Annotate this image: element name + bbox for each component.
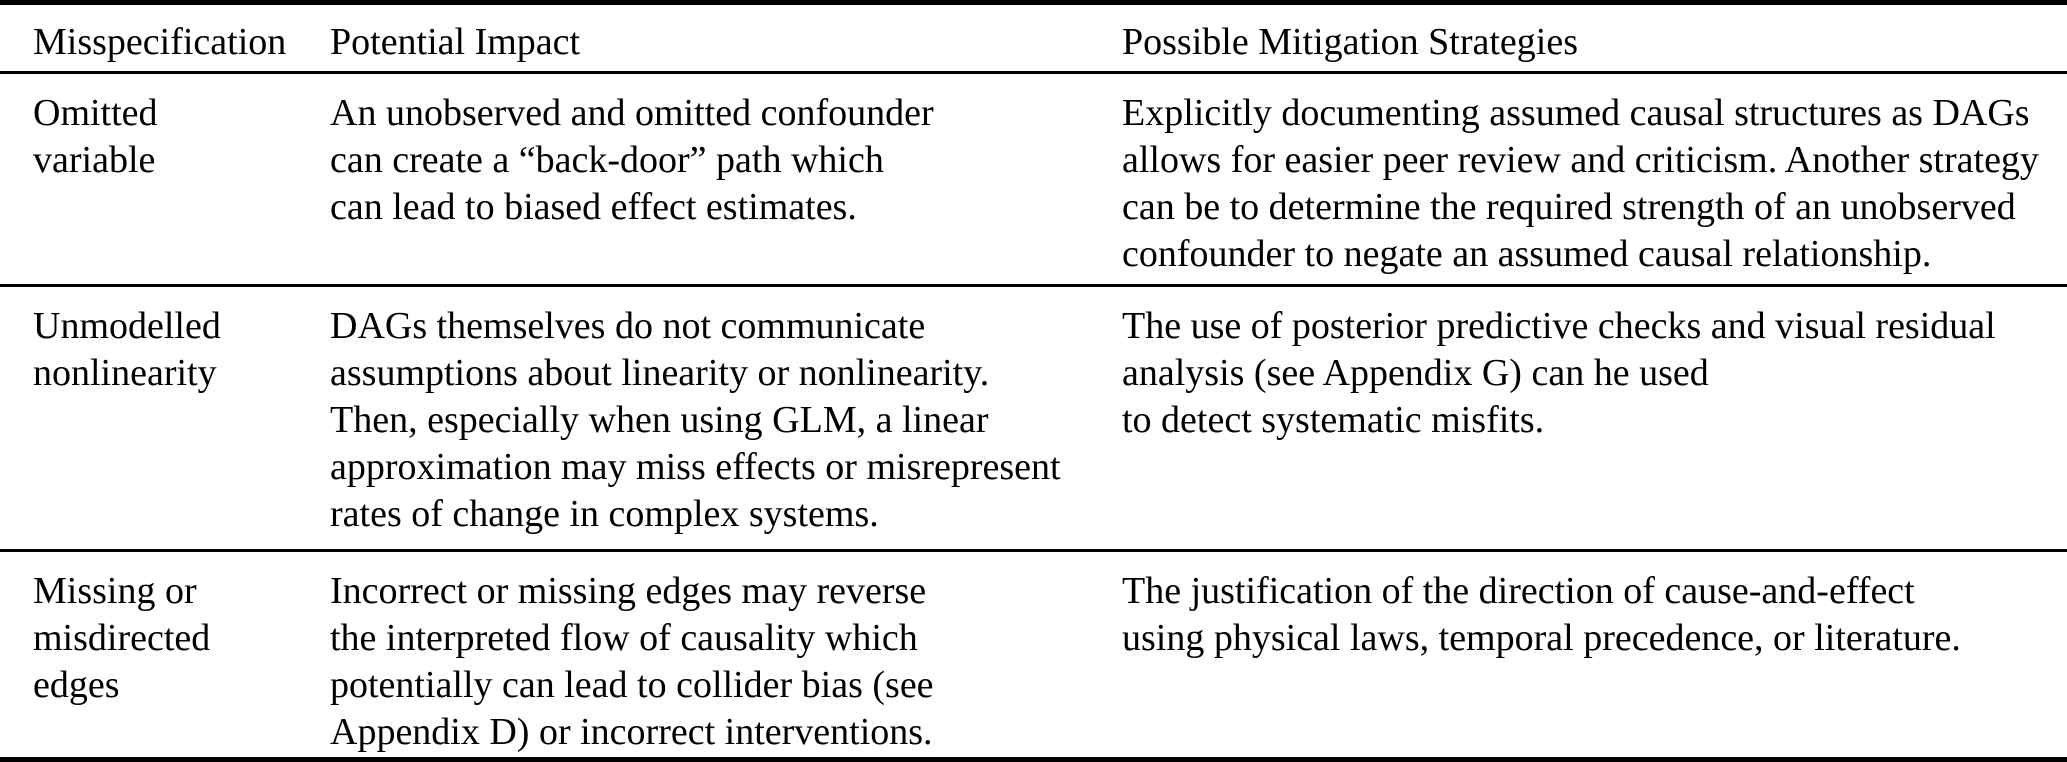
cell-potential-impact: Incorrect or missing edges may reverse t… [330,552,1122,757]
cell-misspecification: Unmodelled nonlinearity [0,287,330,549]
cell-line: Incorrect or missing edges may reverse [330,570,927,612]
cell-line: approximation may miss effects or misrep… [330,446,1061,488]
table-row: Omitted variable An unobserved and omitt… [0,74,2067,287]
cell-potential-impact: DAGs themselves do not communicate assum… [330,287,1122,549]
column-header-label: Misspecification [33,21,287,63]
cell-line: misdirected [33,617,211,659]
cell-line: Then, especially when using GLM, a linea… [330,399,989,441]
table-header-row: Misspecification Potential Impact Possib… [0,5,2067,74]
cell-line: can create a “back-door” path which [330,139,884,181]
column-header-misspecification: Misspecification [0,5,330,71]
column-header-mitigation-strategies: Possible Mitigation Strategies [1122,5,2067,71]
cell-line: The use of posterior predictive checks a… [1122,305,1996,347]
table-row: Unmodelled nonlinearity DAGs themselves … [0,287,2067,552]
cell-line: Omitted [33,92,158,134]
cell-line: Appendix D) or incorrect interventions. [330,711,933,753]
cell-line: can be to determine the required strengt… [1122,186,2016,228]
cell-line: An unobserved and omitted confounder [330,92,934,134]
cell-potential-impact: An unobserved and omitted confounder can… [330,74,1122,284]
cell-line: rates of change in complex systems. [330,493,879,535]
cell-line: edges [33,664,120,706]
cell-mitigation-strategies: The justification of the direction of ca… [1122,552,2067,757]
column-header-label: Potential Impact [330,21,581,63]
column-header-label: Possible Mitigation Strategies [1122,21,1578,63]
cell-line: analysis (see Appendix G) can he used [1122,352,1709,394]
cell-line: using physical laws, temporal precedence… [1122,617,1961,659]
cell-line: can lead to biased effect estimates. [330,186,857,228]
cell-misspecification: Missing or misdirected edges [0,552,330,757]
cell-line: to detect systematic misfits. [1122,399,1545,441]
cell-line: confounder to negate an assumed causal r… [1122,233,1932,275]
cell-misspecification: Omitted variable [0,74,330,284]
cell-mitigation-strategies: The use of posterior predictive checks a… [1122,287,2067,549]
cell-line: assumptions about linearity or nonlinear… [330,352,990,394]
cell-line: Explicitly documenting assumed causal st… [1122,92,2030,134]
table-row: Missing or misdirected edges Incorrect o… [0,552,2067,757]
cell-mitigation-strategies: Explicitly documenting assumed causal st… [1122,74,2067,284]
cell-line: variable [33,139,156,181]
cell-line: Unmodelled [33,305,221,347]
cell-line: potentially can lead to collider bias (s… [330,664,934,706]
cell-line: The justification of the direction of ca… [1122,570,1915,612]
cell-line: DAGs themselves do not communicate [330,305,926,347]
cell-line: the interpreted flow of causality which [330,617,918,659]
cell-line: nonlinearity [33,352,217,394]
column-header-potential-impact: Potential Impact [330,5,1122,71]
cell-line: Missing or [33,570,197,612]
cell-line: allows for easier peer review and critic… [1122,139,2039,181]
